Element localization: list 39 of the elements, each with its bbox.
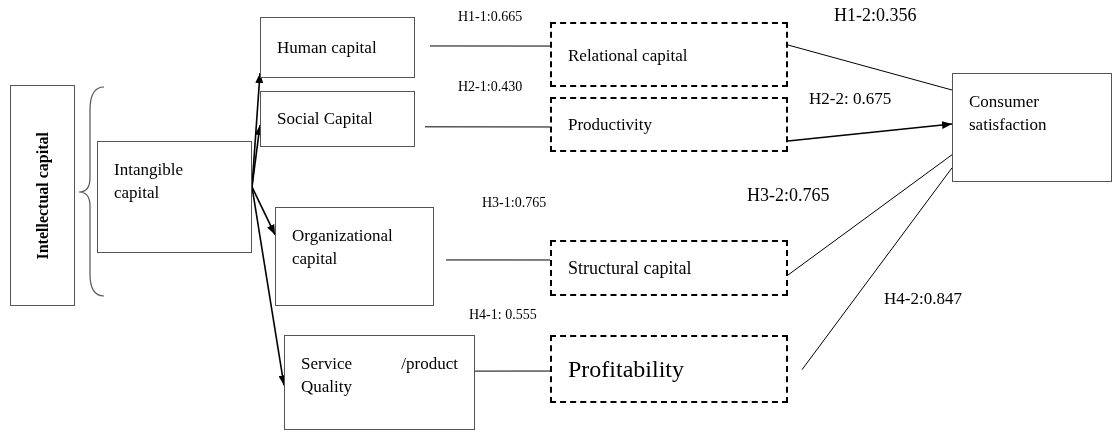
edge-label: H4-2:0.847 xyxy=(882,290,964,307)
edge-label: H4-1: 0.555 xyxy=(467,308,539,322)
edge-label: H3-1:0.765 xyxy=(480,196,549,210)
dashed-box xyxy=(550,22,788,87)
node-label: Relational capital xyxy=(568,45,688,67)
connector-line xyxy=(474,370,551,372)
connector-line xyxy=(787,154,953,276)
process-box xyxy=(10,85,75,306)
node-label: Intellectual capital xyxy=(32,131,52,260)
edge-label: H2-1:0.430 xyxy=(456,80,525,94)
edge-label: H1-1:0.665 xyxy=(456,10,525,24)
process-box xyxy=(97,141,252,253)
process-box xyxy=(284,335,475,430)
dashed-box xyxy=(550,335,788,403)
edge-label: H1-2:0.356 xyxy=(832,6,919,24)
node-label: Structural capital xyxy=(568,256,692,280)
node-label: Human capital xyxy=(277,36,377,59)
node-label: Social Capital xyxy=(277,108,373,131)
node-label: Consumer satisfaction xyxy=(969,91,1048,137)
dashed-box xyxy=(550,97,788,152)
process-box xyxy=(275,207,434,306)
arrow xyxy=(251,186,276,236)
edge-label: H3-2:0.765 xyxy=(745,186,832,204)
connector-line xyxy=(424,126,551,128)
process-box xyxy=(260,91,415,147)
process-box xyxy=(260,17,415,78)
node-label: Service /product Quality xyxy=(301,353,458,399)
connector-line xyxy=(445,259,551,261)
node-label: Organizational capital xyxy=(292,225,394,271)
connector-line xyxy=(429,45,551,47)
dashed-box xyxy=(550,240,788,296)
connector-line xyxy=(787,44,953,91)
arrow xyxy=(787,121,953,142)
node-label: Productivity xyxy=(568,113,653,136)
node-label: Intangible capital xyxy=(114,159,184,205)
process-box xyxy=(952,73,1112,182)
edge-label: H2-2: 0.675 xyxy=(807,90,894,107)
connector-line xyxy=(801,167,953,371)
node-label: Profitability xyxy=(568,354,684,384)
